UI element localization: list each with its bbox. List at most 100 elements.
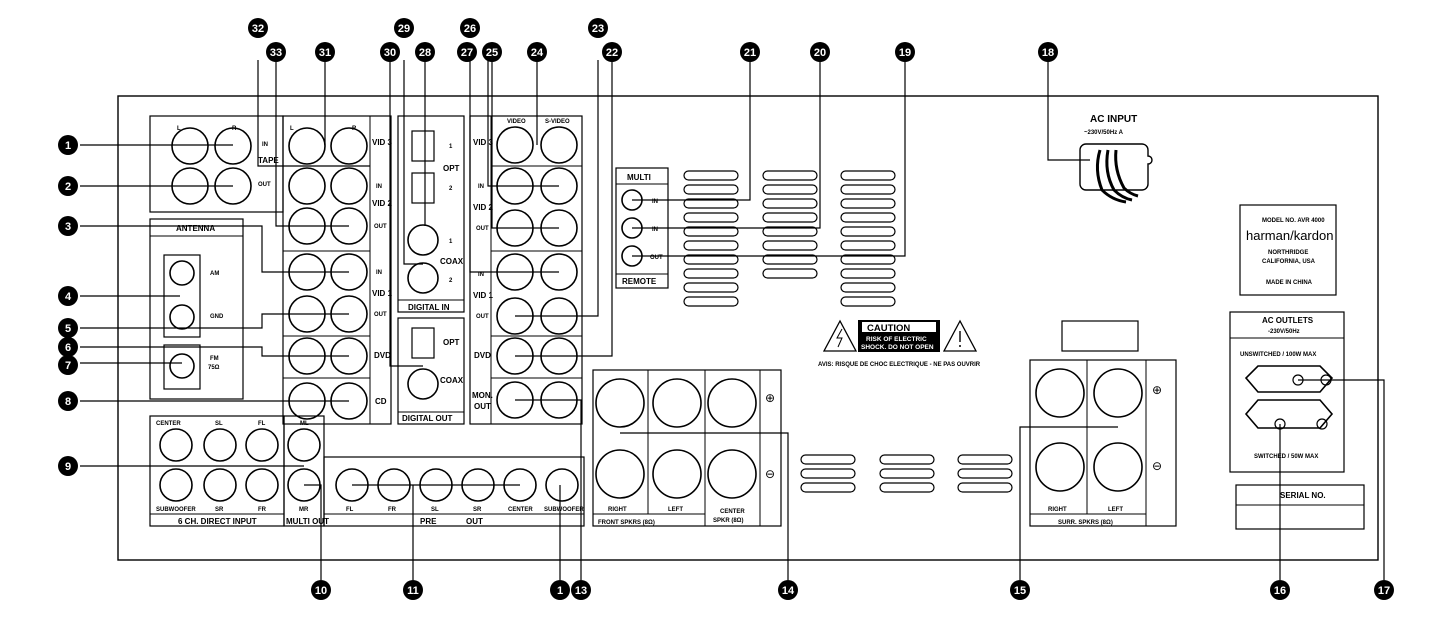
- front-right-negative-terminal[interactable]: [595, 449, 645, 499]
- pre-sl-label: SL: [431, 507, 439, 513]
- vid3-svideo-jack[interactable]: [540, 126, 578, 164]
- svg-text:11: 11: [407, 585, 419, 597]
- vid2-in-label: IN: [376, 184, 382, 190]
- svg-text:32: 32: [252, 23, 264, 35]
- digital-out-opt-label: OPT: [443, 338, 460, 347]
- front-speakers-block: ⊕ ⊖ RIGHT LEFT FRONT SPKRS (8Ω) CENTER S…: [592, 369, 782, 527]
- front-right-positive-terminal[interactable]: [595, 378, 645, 428]
- callout-14: 14: [778, 580, 798, 600]
- tape-l-label: L: [177, 126, 181, 132]
- direct-fr-label: FR: [258, 507, 267, 513]
- surround-right-negative-terminal[interactable]: [1035, 442, 1085, 492]
- callout-20: 20: [810, 42, 830, 62]
- direct-sr-jack[interactable]: [203, 468, 237, 502]
- svg-text:2: 2: [65, 181, 71, 193]
- fm-ohm-label: 75Ω: [208, 365, 220, 371]
- coax-in-2-jack[interactable]: [407, 262, 439, 294]
- svg-text:33: 33: [270, 47, 282, 59]
- ac-outlets-block: AC OUTLETS -230V/50Hz UNSWITCHED / 100W …: [1229, 311, 1345, 473]
- front-minus-icon: ⊖: [765, 467, 775, 481]
- dvd-audio-label: DVD: [374, 351, 391, 360]
- serial-title: SERIAL NO.: [1280, 491, 1326, 500]
- antenna-block: ANTENNA AM GND FM 75Ω: [149, 218, 244, 400]
- lightning-warning-icon: [822, 319, 858, 352]
- callout-17: 17: [1374, 580, 1394, 600]
- caution-block: CAUTION RISK OF ELECTRIC SHOCK. DO NOT O…: [818, 319, 981, 368]
- coax-in-1-jack[interactable]: [407, 224, 439, 256]
- direct-input-title: 6 CH. DIRECT INPUT: [178, 517, 257, 526]
- multi-mr-label: MR: [299, 507, 309, 513]
- direct-center-label: CENTER: [156, 421, 181, 427]
- surround-right-positive-terminal[interactable]: [1035, 368, 1085, 418]
- tape-in-l-jack[interactable]: [171, 127, 209, 165]
- vid2-in-l-jack[interactable]: [288, 167, 326, 205]
- am-terminal[interactable]: [169, 260, 195, 286]
- gnd-terminal[interactable]: [169, 304, 195, 330]
- surround-label-plate: [1061, 320, 1139, 352]
- callout-18: 18: [1038, 42, 1058, 62]
- svg-text:23: 23: [592, 23, 604, 35]
- opt-out-port[interactable]: [411, 327, 435, 359]
- svg-text:24: 24: [531, 47, 544, 59]
- pre-fr-label: FR: [388, 507, 397, 513]
- surround-minus-icon: ⊖: [1152, 459, 1162, 473]
- unswitched-outlet[interactable]: [1244, 365, 1334, 393]
- digital-in-block: 1 OPT 2 1 COAX 2 DIGITAL IN: [397, 115, 465, 313]
- center-negative-terminal[interactable]: [707, 449, 757, 499]
- surround-left-positive-terminal[interactable]: [1093, 368, 1143, 418]
- opt-in-1-port[interactable]: [411, 130, 435, 162]
- tape-block: L R IN TAPE OUT: [149, 115, 284, 213]
- callout-32: 32: [248, 18, 268, 38]
- svg-text:22: 22: [606, 47, 618, 59]
- model-city: NORTHRIDGE: [1268, 250, 1308, 256]
- svg-text:31: 31: [319, 47, 331, 59]
- vid2-video-in-label: IN: [478, 184, 484, 190]
- front-left-negative-terminal[interactable]: [652, 449, 702, 499]
- callout-19: 19: [895, 42, 915, 62]
- vid1-video-out-label: OUT: [476, 314, 489, 320]
- center-positive-terminal[interactable]: [707, 378, 757, 428]
- mon-out-label: OUT: [474, 402, 491, 411]
- svg-text:18: 18: [1042, 47, 1054, 59]
- coax-out-jack[interactable]: [407, 368, 439, 400]
- svg-text:26: 26: [464, 23, 476, 35]
- tape-in-r-jack[interactable]: [214, 127, 252, 165]
- svg-text:30: 30: [384, 47, 396, 59]
- direct-fr-jack[interactable]: [245, 468, 279, 502]
- exclamation-warning-icon: [942, 319, 978, 352]
- vid3-l-jack[interactable]: [288, 127, 326, 165]
- caution-avis: AVIS: RISQUE DE CHOC ELECTRIQUE - NE PAS…: [818, 362, 981, 368]
- opt-in-2-port[interactable]: [411, 172, 435, 204]
- direct-subwoofer-jack[interactable]: [159, 468, 193, 502]
- remote-multi-label: MULTI: [627, 173, 651, 182]
- ac-input-title: AC INPUT: [1090, 114, 1137, 125]
- vid3-video-jack[interactable]: [496, 126, 534, 164]
- front-plus-icon: ⊕: [765, 391, 775, 405]
- pre-out-block: FL FR SL SR CENTER SUBWOOFER PRE OUT: [323, 456, 585, 527]
- direct-sl-jack[interactable]: [203, 428, 237, 462]
- mon-label: MON.: [472, 391, 493, 400]
- caution-title: CAUTION: [867, 323, 910, 334]
- direct-center-jack[interactable]: [159, 428, 193, 462]
- direct-fl-jack[interactable]: [245, 428, 279, 462]
- multi-ml-jack[interactable]: [287, 428, 321, 462]
- fm-terminal[interactable]: [169, 353, 195, 379]
- callout-23: 23: [588, 18, 608, 38]
- front-left-positive-terminal[interactable]: [652, 378, 702, 428]
- vid2-in-r-jack[interactable]: [330, 167, 368, 205]
- callout-markers: 1 2 3 4 5 6 7 8 9 10 11 1 13 14 15 16 17…: [58, 18, 1394, 600]
- ac-input-socket[interactable]: [1079, 143, 1153, 191]
- tape-r-label: R: [232, 126, 237, 132]
- vid3-r-jack[interactable]: [330, 127, 368, 165]
- caution-line2: SHOCK. DO NOT OPEN: [861, 344, 934, 351]
- multi-in-label: IN: [652, 199, 658, 205]
- pre-out-subwoofer-jack[interactable]: [545, 468, 579, 502]
- surround-left-negative-terminal[interactable]: [1093, 442, 1143, 492]
- multi-ml-label: ML: [300, 421, 309, 427]
- switched-outlet[interactable]: [1244, 399, 1334, 429]
- callout-11: 11: [403, 580, 423, 600]
- digital-in-opt-label: OPT: [443, 164, 460, 173]
- antenna-title: ANTENNA: [176, 224, 215, 233]
- direct-subwoofer-label: SUBWOOFER: [156, 507, 196, 513]
